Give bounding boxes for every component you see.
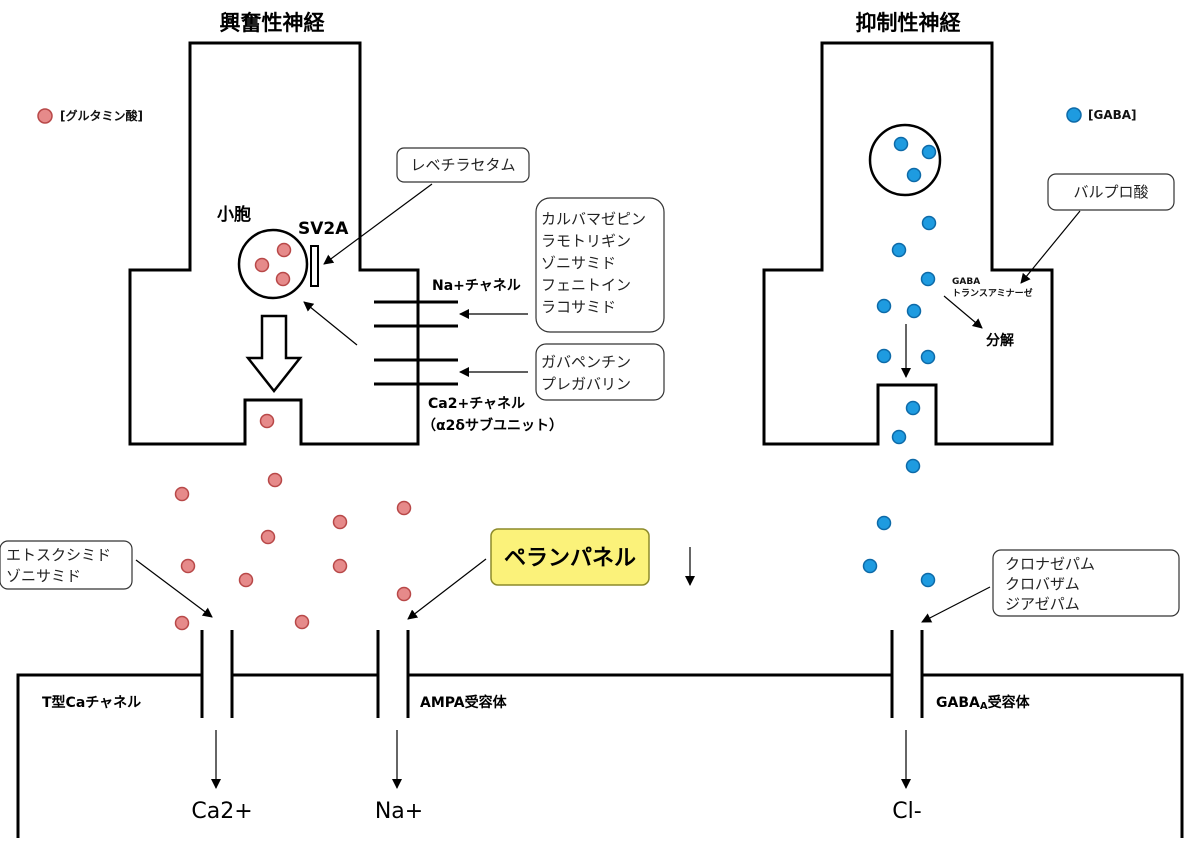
t-type-ca-channel [200,630,234,718]
a2d-ligand-label: プレガバリン [541,375,631,393]
gaba-particle [891,429,907,445]
gaba-a-receptor-label: GABAA受容体 [936,694,1031,712]
gaba-particle [891,242,907,258]
glutamate-particle [332,514,348,530]
sv2a-protein [310,245,319,287]
glutamate-particle [396,500,412,516]
na-channel-label: Na+チャネル [432,278,521,294]
gaba-legend-label: [GABA] [1088,108,1137,122]
glutamate-particle [396,586,412,602]
gaba-particle [920,349,936,365]
valproate-box [1047,173,1175,211]
glutamate-particles [174,413,412,631]
ca-to-vesicle-arrow [303,301,358,346]
na-blocker-label: ラコサミド [541,298,616,316]
excitatory-presynaptic-terminal [128,41,420,446]
na-blocker-box [535,197,665,333]
na-blocker-label: ラモトリギン [541,232,631,250]
glutamate-in-vesicle [276,242,292,258]
gaba-particle [876,348,892,364]
postsynaptic-membrane-left [16,673,202,838]
synaptic-vesicle [237,228,309,300]
na-blocker-label: フェニトイン [541,276,631,294]
gaba-particle [920,572,936,588]
glutamate-particle [174,615,190,631]
gaba-particles [862,215,937,588]
gaba-particle [876,298,892,314]
gaba-particle [906,303,922,319]
glutamate-particle [260,529,276,545]
levetiracetam-box [396,147,530,183]
valproate-label: バルプロ酸 [1073,183,1148,201]
vesicle-label: 小胞 [217,204,251,225]
perampanel-label: ペランパネル [504,546,636,571]
na-blocker-label: カルバマゼピン [541,210,646,228]
ampa-receptor-label: AMPA受容体 [420,694,508,711]
perampanel-highlight-box [490,528,650,586]
t-type-blocker-label: ゾニサミド [6,567,81,585]
t-type-blocker-arrow [135,559,213,618]
gaba-vesicle [868,123,942,197]
excitatory-neuron-title: 興奮性神経 [220,11,326,35]
gaba-in-vesicle [893,136,909,152]
a2d-ligand-box [535,343,665,401]
glutamate-in-vesicle [254,257,270,273]
ca-channel-subunit-label: （α2δサブユニット） [422,417,563,434]
ca-channel-label: Ca2+チャネル [428,396,525,412]
glutamate-particle [259,413,275,429]
na-channel [374,300,458,328]
gaba-transaminase-label: トランスアミナーゼ [952,287,1033,299]
gaba-legend-dot [1066,107,1082,123]
a2d-ligand-label: ガバペンチン [541,353,631,371]
valproate-arrow [1020,210,1081,284]
sv2a-label: SV2A [298,219,349,239]
gaba-particle [921,215,937,231]
degradation-arrow [943,295,983,329]
ampa-receptor-channel [376,630,410,718]
benzodiazepine-label: クロナゼパム [1005,555,1095,573]
glutamate-legend-label: [グルタミン酸] [60,108,143,123]
postsynaptic-membrane-right [922,673,1184,838]
levetiracetam-label: レベチラセタム [410,156,515,174]
gaba-particle [920,271,936,287]
benzodiazepine-label: ジアゼパム [1005,595,1080,613]
gaba-particle [905,400,921,416]
ca-ion-label: Ca2+ [191,799,252,824]
gaba-particle [862,558,878,574]
cl-ion-label: Cl- [892,799,921,824]
gaba-transaminase-label: GABA [952,277,980,287]
glutamate-particle [294,614,310,630]
degradation-label: 分解 [986,332,1014,349]
na-blocker-label: ゾニサミド [541,254,616,272]
gaba-in-vesicle [921,144,937,160]
glutamate-particle [180,558,196,574]
levetiracetam-arrow [323,183,433,265]
gaba-particle [905,458,921,474]
t-type-blocker-label: エトスクシミド [6,546,111,564]
na-ion-label: Na+ [375,799,423,824]
gaba-in-vesicle [906,167,922,183]
benzodiazepine-arrow [921,586,991,623]
glutamate-particle [332,558,348,574]
gaba-particle [876,515,892,531]
glutamate-particle [174,486,190,502]
ca-channel [374,358,458,386]
glutamate-particle [267,472,283,488]
glutamate-legend-dot [37,108,53,124]
perampanel-arrow [407,558,487,620]
release-hollow-arrow [245,314,303,394]
t-type-blocker-box [0,540,133,590]
glutamate-particle [238,572,254,588]
benzodiazepine-box [992,549,1180,617]
gaba-a-receptor-channel [890,630,924,718]
t-type-ca-channel-label: T型Caチャネル [42,694,141,711]
glutamate-in-vesicle [275,271,291,287]
inhibitory-neuron-title: 抑制性神経 [856,11,962,35]
benzodiazepine-label: クロバザム [1005,575,1080,593]
inhibitory-presynaptic-terminal [762,41,1054,446]
